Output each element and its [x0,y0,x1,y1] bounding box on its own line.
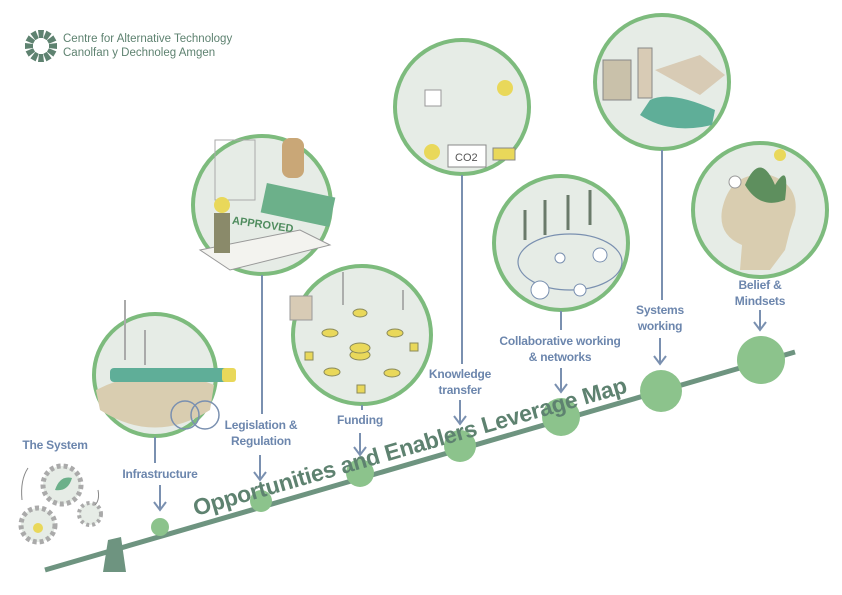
label-funding: Funding [337,413,383,427]
label-collaborative: Collaborative working& networks [499,334,621,364]
point-funding [346,459,374,487]
arrow-down-icon [653,338,667,366]
illustration-systems [593,13,731,151]
arrow-down-icon [753,310,767,332]
connector-lines [154,150,663,463]
cat-logo: Centre for Alternative Technology Canolf… [24,29,232,63]
illustration-legislation: APPROVED [191,134,336,276]
point-legislation [250,490,272,512]
arrow-down-icon [253,455,267,482]
arrow-down-icon [153,485,167,512]
lever-points [151,336,785,536]
arrow-down-icon [453,400,467,426]
point-systems [640,370,682,412]
label-legislation: Legislation &Regulation [224,418,298,448]
label-belief: Belief &Mindsets [734,278,786,308]
point-infrastructure [151,518,169,536]
arrows [153,310,767,512]
label-infrastructure: Infrastructure [122,467,198,481]
fulcrum [103,537,126,572]
sun-logo-icon [25,30,57,62]
illustration-funding [289,264,433,406]
illustration-knowledge: CO2 [393,38,531,176]
logo-line-welsh: Canolfan y Dechnoleg Amgen [63,47,216,59]
the-system-label: The System [22,438,88,452]
point-belief [737,336,785,384]
point-collaborative [542,398,580,436]
arrow-down-icon [353,433,367,457]
illustration-collaborative [492,174,630,312]
logo-line-english: Centre for Alternative Technology [63,33,233,45]
co2-text: CO2 [455,152,478,164]
the-system-icon [18,463,103,545]
arrow-down-icon [554,368,568,394]
illustration-infrastructure [92,300,236,438]
point-knowledge [444,430,476,462]
illustration-belief [691,141,829,279]
